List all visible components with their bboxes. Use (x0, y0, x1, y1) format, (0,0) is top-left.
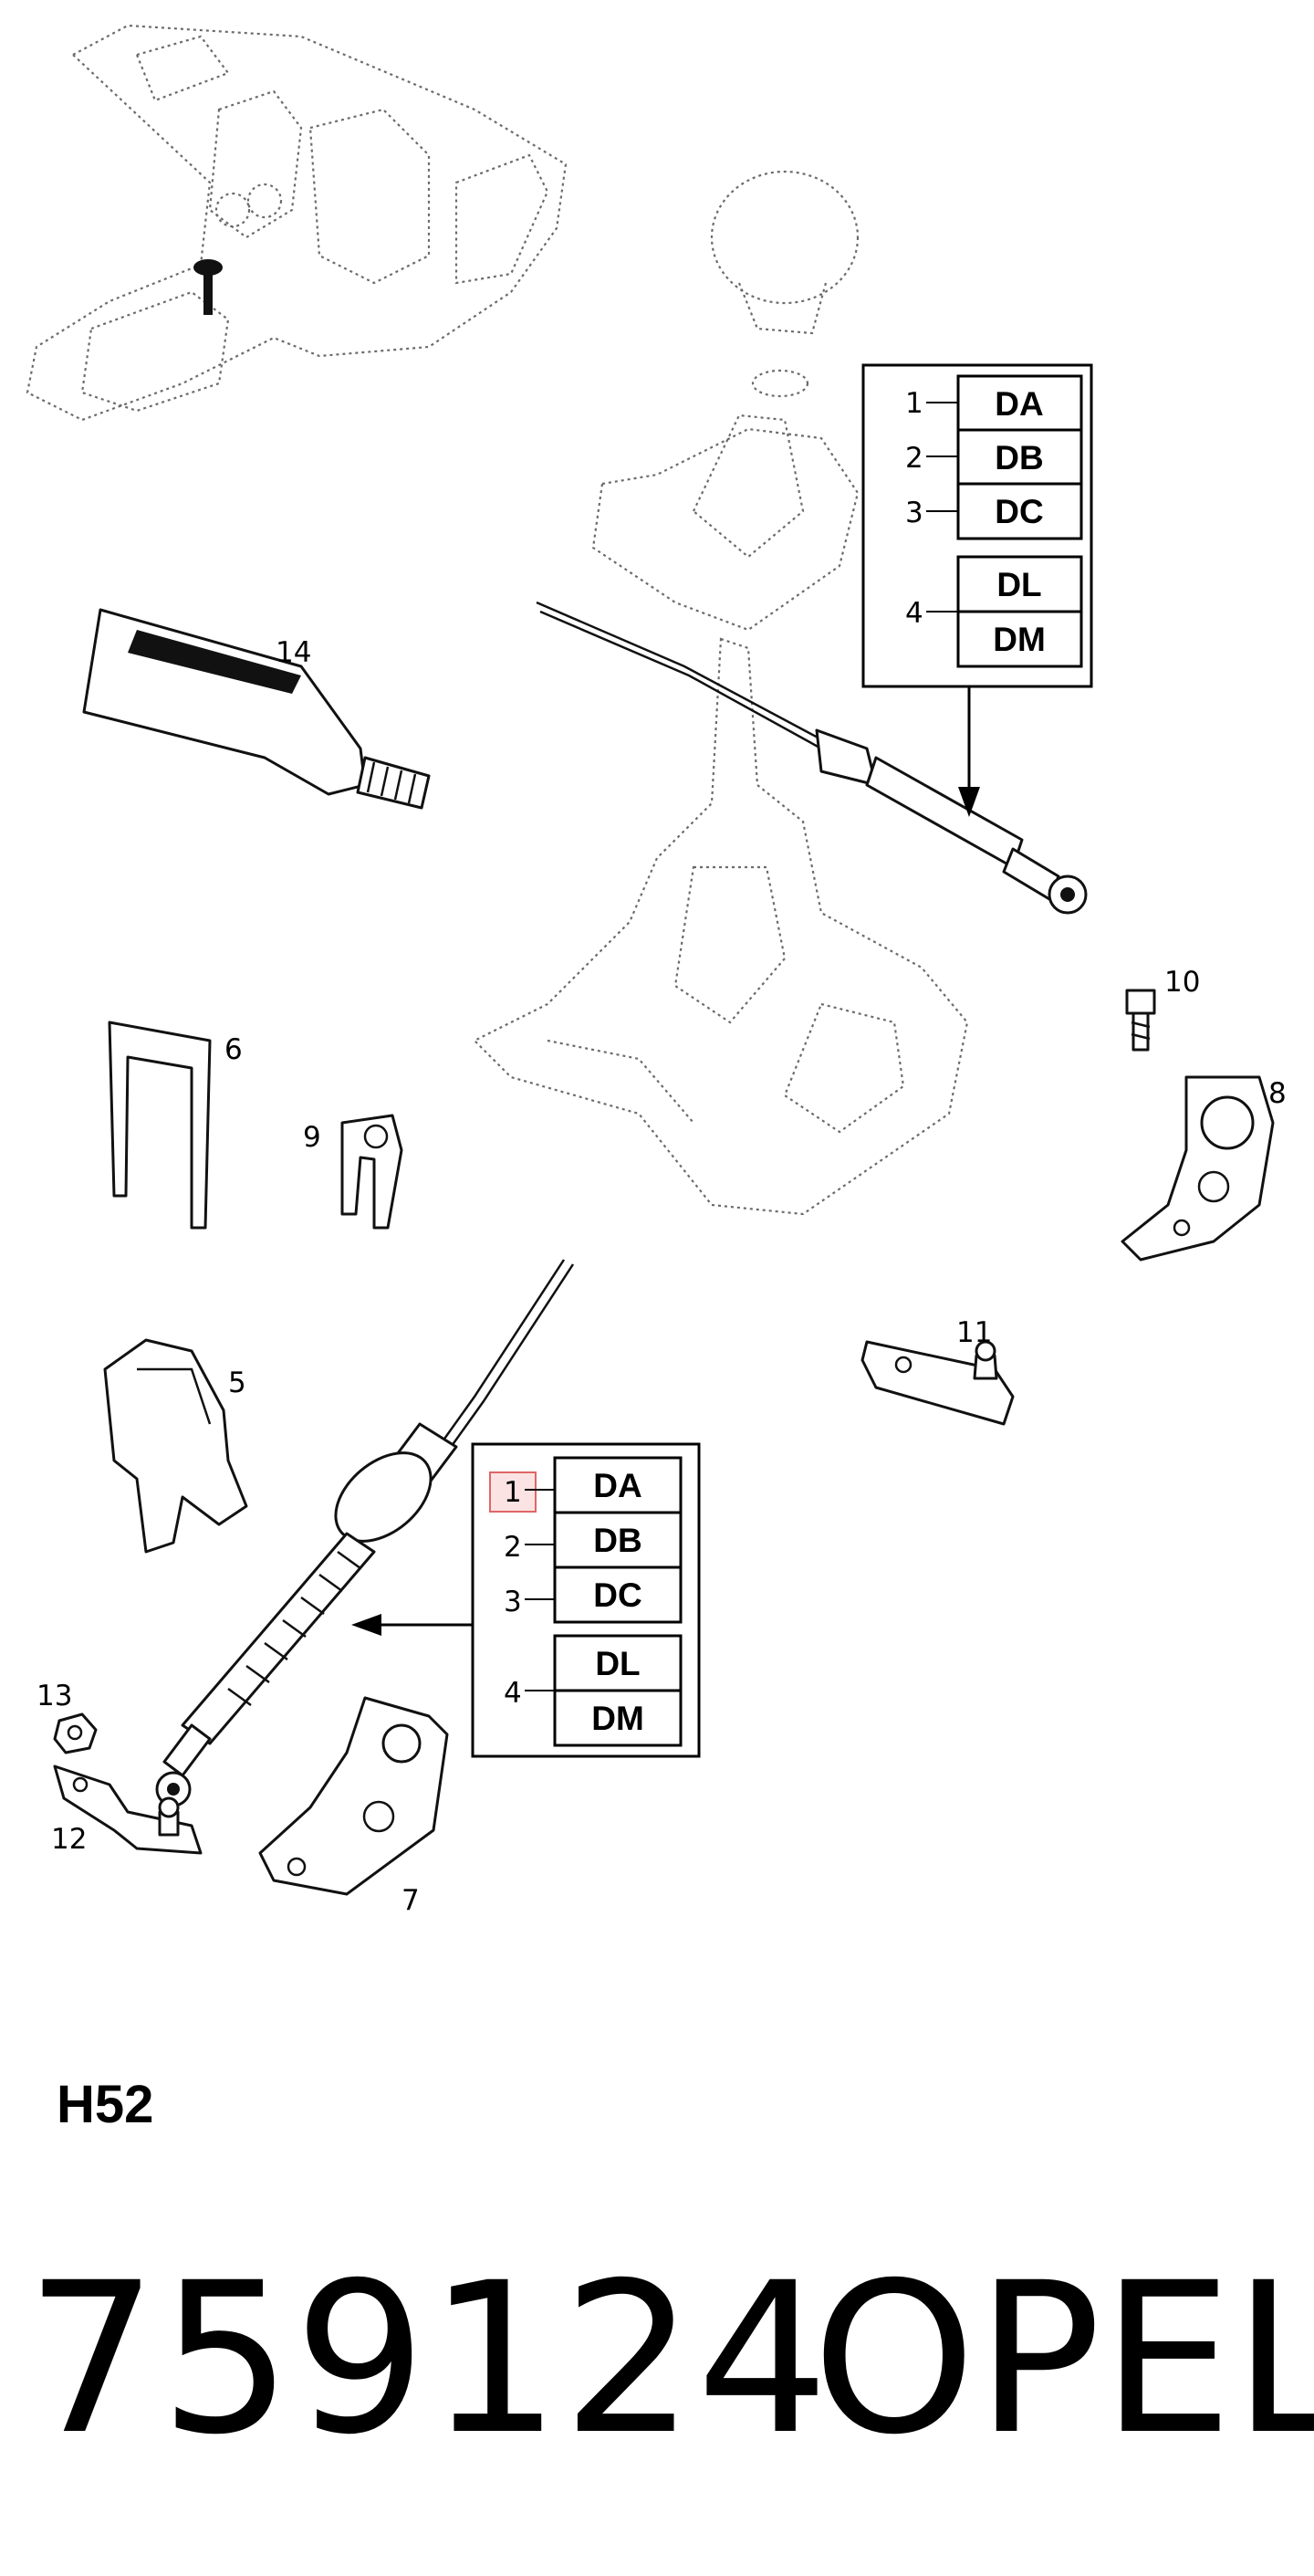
code-box-lower: 1 2 3 4 DA DB DC DL DM (471, 1442, 701, 1758)
box-upper-code-dm: DM (993, 621, 1046, 658)
part-number: 759124 (26, 2237, 831, 2480)
lever-plate-upper (860, 1340, 1015, 1426)
box-lower-code-dm: DM (591, 1700, 644, 1737)
box-upper-code-db: DB (995, 439, 1043, 476)
mounting-bracket-upper (1121, 1075, 1275, 1262)
box-upper-code-dl: DL (996, 566, 1041, 603)
box-lower-num-1: 1 (504, 1476, 522, 1509)
lower-shift-cable (155, 1259, 575, 1807)
lever-plate-lower (53, 1764, 203, 1855)
callout-6: 6 (224, 1033, 243, 1066)
bolt (1125, 989, 1156, 1052)
box-upper-num-2: 2 (905, 442, 923, 475)
mounting-bracket-lower (258, 1696, 449, 1896)
small-clip (340, 1114, 403, 1230)
code-box-upper: 1 2 3 4 DA DB DC DL DM (861, 363, 1093, 688)
callout-10: 10 (1164, 966, 1200, 999)
shifter-mechanism-illustration (473, 637, 969, 1216)
arrow-upper-to-cable (958, 686, 980, 817)
box-lower-code-da: DA (593, 1467, 641, 1504)
callout-5: 5 (228, 1367, 246, 1399)
model-code: H52 (57, 2075, 154, 2134)
box-upper-num-3: 3 (905, 497, 923, 529)
callout-13: 13 (36, 1680, 72, 1712)
box-upper-code-dc: DC (995, 493, 1043, 530)
box-lower-code-dc: DC (593, 1576, 641, 1614)
box-upper-num-4: 4 (905, 597, 923, 630)
dashboard-illustration (26, 24, 568, 422)
box-lower-num-4: 4 (504, 1677, 522, 1710)
gear-knob-illustration (591, 170, 860, 632)
box-lower-code-db: DB (593, 1522, 641, 1559)
box-upper-code-da: DA (995, 385, 1043, 423)
highlight-marker (489, 1471, 537, 1513)
callout-7: 7 (402, 1884, 420, 1917)
u-clip (108, 1021, 212, 1230)
box-lower-code-dl: DL (595, 1645, 640, 1682)
callout-14: 14 (276, 636, 311, 669)
cable-retainer (103, 1338, 248, 1554)
callout-9: 9 (303, 1121, 321, 1154)
callout-12: 12 (51, 1823, 87, 1856)
nut (53, 1712, 98, 1754)
grease-tube (82, 608, 431, 810)
box-upper-num-1: 1 (905, 387, 923, 420)
callout-8: 8 (1268, 1077, 1287, 1110)
box-lower-num-3: 3 (504, 1586, 522, 1618)
upper-shift-cable (536, 601, 1088, 915)
shift-lever-location-marker (193, 259, 223, 315)
callout-11: 11 (956, 1316, 992, 1349)
brand-name: OPEL (812, 2237, 1314, 2480)
box-lower-num-2: 2 (504, 1531, 522, 1564)
arrow-lower-to-cable (351, 1614, 473, 1636)
